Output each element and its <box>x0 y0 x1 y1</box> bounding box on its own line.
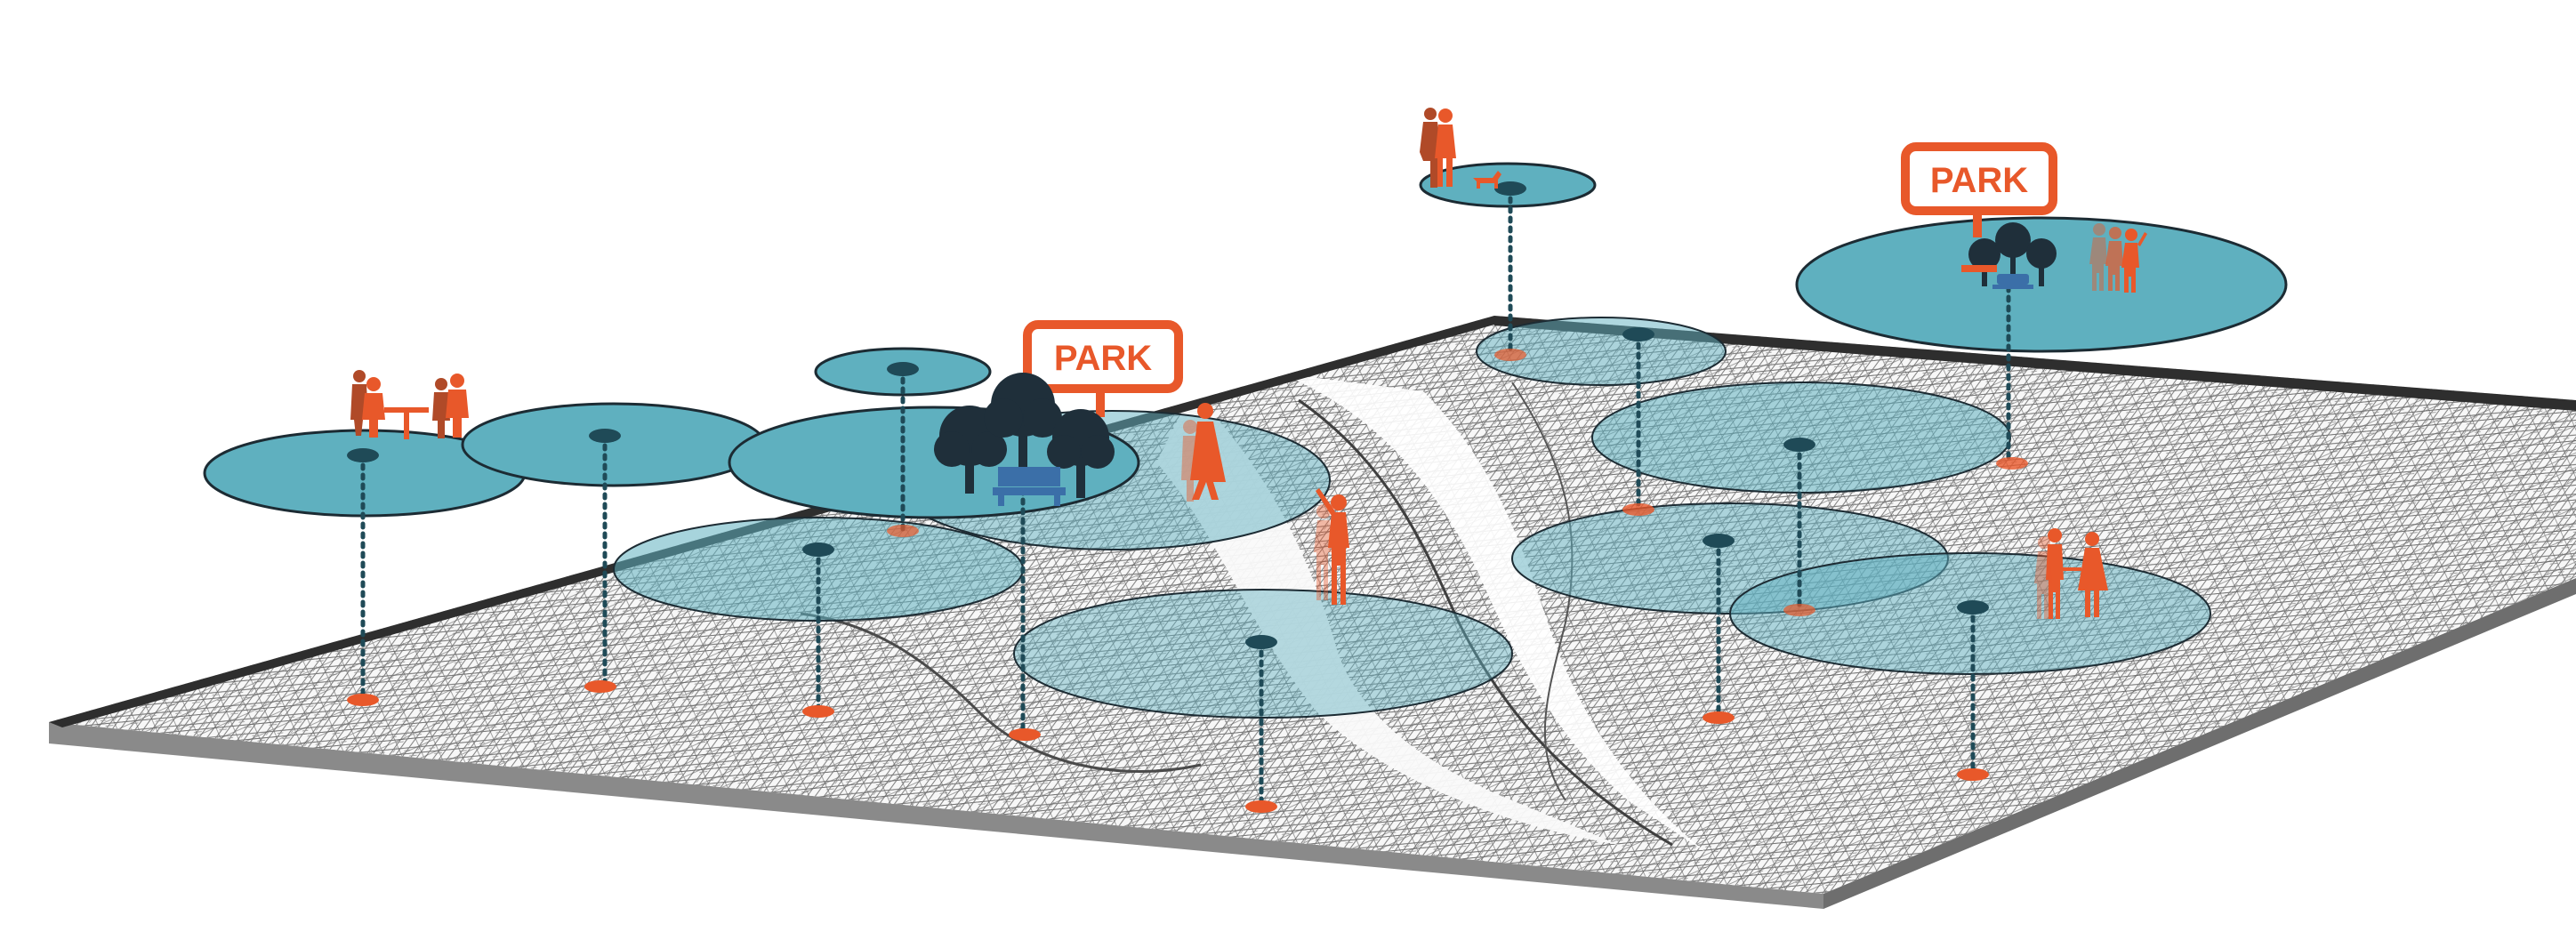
person-icon <box>1314 504 1332 600</box>
map-back-edge-right <box>1494 316 2576 411</box>
dog-icon <box>1473 171 1501 189</box>
tree-icon <box>984 373 1062 476</box>
person-icon <box>2078 532 2108 617</box>
tree-icon <box>2026 238 2057 286</box>
park-sign-right: PARK <box>1901 142 2057 237</box>
pin-icon <box>1494 181 1526 196</box>
person-icon <box>446 374 469 438</box>
pin-icon <box>802 542 834 557</box>
park-sign-label: PARK <box>1930 161 2028 200</box>
person-icon <box>362 377 385 438</box>
tree-group-left <box>934 373 1115 498</box>
tree-group-right <box>1968 222 2057 286</box>
pin-icon <box>1703 534 1735 548</box>
person-icon <box>2105 227 2123 291</box>
pin-icon <box>347 448 379 462</box>
pin-feet <box>347 349 2028 813</box>
bench-icon <box>993 467 1066 506</box>
person-icon <box>2034 536 2052 619</box>
location-pins <box>360 186 2011 807</box>
people-at-table <box>350 370 469 439</box>
bench-icon <box>1992 274 2033 289</box>
table-icon <box>384 407 429 439</box>
tree-icon <box>1995 222 2031 279</box>
map-side-edge-right <box>1823 578 2576 909</box>
pin-icon <box>589 429 621 443</box>
park-sign-label: PARK <box>1054 339 1152 378</box>
tree-icon <box>1968 238 2000 286</box>
people-group-right <box>2089 223 2147 293</box>
person-icon <box>2121 229 2147 293</box>
person-icon <box>2046 528 2064 619</box>
pin-icon <box>1622 327 1654 341</box>
person-icon <box>1181 420 1199 502</box>
park-sign-left: PARK <box>1023 320 1183 417</box>
person-icon <box>350 370 368 436</box>
pin-heads <box>347 181 1989 649</box>
map-side-edge <box>49 722 1823 909</box>
pin-icon <box>1783 438 1815 452</box>
person-icon <box>432 378 450 438</box>
person-icon <box>2089 223 2107 291</box>
zone-ground-3 <box>1476 317 1727 386</box>
pin-icon <box>1245 635 1277 649</box>
people-walking-dog <box>1420 108 1501 189</box>
pin-icon <box>1957 600 1989 615</box>
person-icon <box>1435 108 1456 187</box>
pin-icon <box>887 362 919 376</box>
person-icon <box>1190 403 1226 500</box>
sign-marker-right <box>1961 265 1997 272</box>
couple-holding-hands <box>2034 528 2108 619</box>
tree-icon <box>1047 409 1115 498</box>
river-line <box>1298 398 1673 847</box>
zone-floating-left-b <box>461 402 767 487</box>
person-icon <box>1316 488 1349 605</box>
